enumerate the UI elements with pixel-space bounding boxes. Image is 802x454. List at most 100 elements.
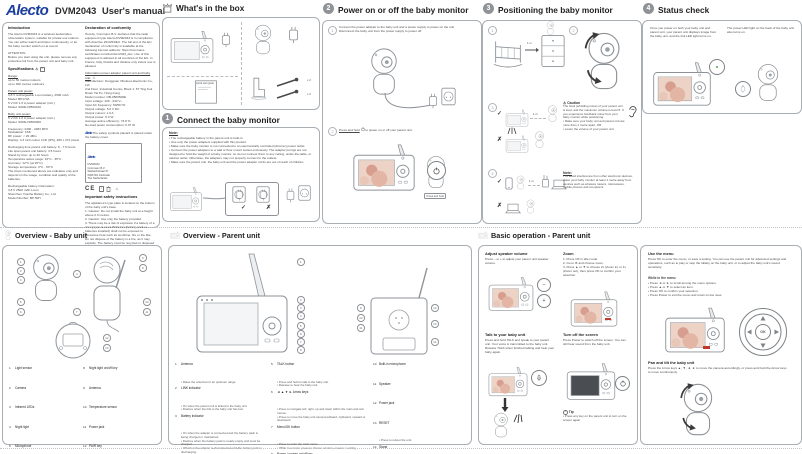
callout: 10 [357, 314, 365, 322]
callout: 6 [17, 308, 25, 316]
volume-up-key[interactable]: + [537, 294, 551, 308]
power-section-title: Power on or off the baby monitor [338, 5, 469, 15]
status-right-text: The power LED light on the back of the b… [727, 26, 794, 34]
parent-unit-illustration [487, 366, 529, 397]
check-mark: ✓ [497, 111, 503, 117]
caution-block: ⚠ Caution The howl (whistling noise) of … [563, 101, 625, 132]
connect-panel: Note: • The rechargeable battery in the … [162, 127, 320, 222]
manual-icon: i [99, 186, 104, 192]
caution-text: The howl (whistling noise) of your paren… [563, 104, 625, 131]
parent-unit-icon [478, 231, 488, 239]
power-adapter-illustration [220, 32, 232, 48]
outlet-compare-inset: ✓ ✗ [225, 182, 279, 216]
list-item: 6◄ ▲ ▼ ► Arrow keys• Press to navigate l… [271, 389, 366, 423]
baby-unit-mini [533, 131, 546, 148]
box-section-title: What's in the box [176, 3, 245, 13]
press-hold-label: Press and hold [424, 193, 447, 199]
separator [0, 448, 802, 449]
callout: 10 [143, 298, 151, 306]
parent-unit-dark-screen [565, 362, 617, 401]
baby-unit-illustration [251, 24, 275, 55]
intro-specs-panel: Introduction The Alecto DVM2043 is a wir… [2, 22, 160, 260]
radio-spec: Frequency: 2400 - 2483 MHz Modulation: F… [8, 126, 80, 143]
callout: 11 [143, 308, 151, 316]
range-spec: Range:up to 50 metres indoors up to 300 … [8, 74, 45, 86]
parent-overview-title: Overview - Parent unit [183, 231, 261, 240]
power-step1-text: Connect the power adapter to the baby un… [339, 25, 455, 33]
parent-unit-illustration [487, 276, 535, 312]
pos-note-block: Note: • To avoid interference from other… [563, 171, 633, 190]
power-step2-text: Press and hold to power on or off your p… [339, 128, 413, 132]
screw-qty-label: x 2 [307, 78, 311, 82]
phone-icon [505, 177, 513, 190]
laptop-icon [504, 203, 522, 214]
status-section-title: Status check [658, 5, 710, 15]
distance-label: 1 m [527, 41, 532, 45]
baby-unit-illustration [753, 63, 783, 102]
guide-label: Quick start guide [196, 82, 214, 85]
check-mark: ✓ [241, 205, 247, 211]
power-adapter-illustration [427, 93, 439, 109]
cable-line [202, 197, 226, 200]
callout: 8 [297, 346, 305, 354]
parent-unit-illustration [169, 186, 203, 212]
noise-lines [507, 127, 517, 135]
parent-power-spec: Parent unit power:3.8 V rechargeable Li-… [8, 88, 69, 109]
box-panel: Quick start guide x 2 x 2 [162, 17, 320, 110]
callout: 1 [297, 258, 305, 266]
power-icon [433, 167, 440, 175]
callout: 12 [431, 304, 439, 312]
step-2-circle: 2 [328, 127, 337, 136]
baby-power-spec: Baby unit power:5 V DC 1.0 A power adapt… [8, 111, 55, 124]
volume-down-key[interactable]: – [537, 278, 551, 292]
page-title: User's manual [102, 6, 166, 16]
callout: 4 [297, 312, 305, 320]
volume-text: Press – or + to adjust your parent unit … [485, 257, 549, 265]
power-button-magnifier [615, 376, 630, 391]
battery-info: Rechargeable battery information: 3.8 V … [8, 183, 57, 200]
ce-row: CE i ⚠ [85, 186, 156, 193]
step-1-circle: 1 [328, 26, 337, 35]
attention-text: ATTENTION Before you start using the uni… [8, 50, 77, 63]
dpad-magnifier: OK [739, 308, 787, 356]
section-2-badge: 2 [323, 3, 334, 14]
menu-bullets: • Press ◄ or ► to scroll among the menu … [648, 281, 722, 297]
safety-heading: Important safety instructions [85, 195, 138, 200]
ok-key-label[interactable]: OK [760, 330, 766, 334]
highlighted-key [703, 346, 710, 349]
talk-heading: Talk to your baby unit [485, 332, 526, 337]
address-box: Alecto DVM2043 Commaxx B.V. Wiebachstraa… [85, 142, 142, 184]
pos-step-1: 1 [488, 26, 497, 35]
plug-qty-label: x 2 [307, 92, 311, 96]
cross-mark: ✗ [497, 137, 503, 143]
sound-waves [513, 413, 523, 424]
pos-step-4: 4 [488, 169, 497, 178]
basic-right-panel: Use the menu Press OK to enter the menu,… [640, 245, 802, 445]
screen-off-text: Press Power to switch off the screen. Yo… [563, 338, 626, 346]
baby-unit-illustration [491, 412, 511, 438]
power-button-magnifier [427, 161, 446, 180]
distance-label: 1 m [529, 179, 534, 183]
alecto-mini-logo: Alecto [87, 155, 96, 160]
laptop-icon [550, 179, 568, 190]
callout: 11 [357, 324, 365, 332]
connect-note-bullets: • The rechargeable battery in the parent… [169, 136, 312, 164]
pan-tilt-heading: Pan and tilt the baby unit [648, 360, 695, 365]
callout: 1 [17, 258, 25, 266]
highlighted-key [605, 318, 611, 321]
parent-unit-baby-screen [663, 306, 727, 354]
